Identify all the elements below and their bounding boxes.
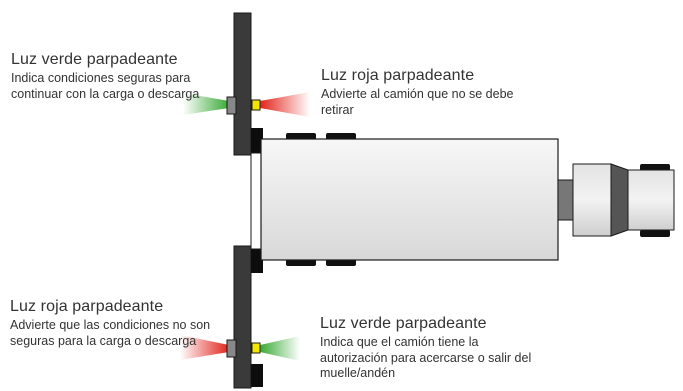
bumper-lower — [251, 248, 263, 273]
wheel-top-2 — [326, 133, 356, 140]
trailer-wheels — [286, 133, 356, 266]
cab-wheel-top — [640, 164, 670, 171]
dock-bumpers — [251, 128, 263, 387]
truck-trailer — [260, 138, 559, 261]
callout-red-light-inside: Luz roja parpadeante Advierte que las co… — [10, 297, 215, 349]
callout-description: Indica que el camión tiene la autorizaci… — [320, 335, 532, 380]
callout-title: Luz verde parpadeante — [11, 51, 178, 68]
wheel-top-1 — [286, 133, 316, 140]
bumper-upper — [251, 128, 263, 153]
callout-red-light-outside: Luz roja parpadeante Advierte al camión … — [321, 66, 521, 118]
callout-title: Luz verde parpadeante — [320, 315, 487, 332]
dock-wall-upper-segment — [233, 12, 252, 156]
bottom-lamp-lens — [251, 342, 261, 354]
top-light-fixture — [183, 92, 310, 117]
truck-cab — [572, 163, 675, 237]
callout-description: Advierte al camión que no se debe retira… — [321, 87, 514, 117]
callout-green-light-outside: Luz verde parpadeante Indica que el cami… — [320, 314, 540, 382]
top-lamp-housing — [226, 96, 237, 115]
bottom-green-beam — [260, 336, 300, 361]
top-red-beam — [260, 92, 310, 117]
top-lamp-lens — [251, 99, 261, 111]
callout-description: Indica condiciones seguras para continua… — [11, 71, 200, 101]
trailer-hitch — [557, 179, 574, 221]
top-green-beam — [183, 93, 229, 115]
cab-wheel-bottom — [640, 230, 670, 237]
wheel-bottom-2 — [326, 259, 356, 266]
cab-hood — [627, 169, 675, 231]
callout-green-light-inside: Luz verde parpadeante Indica condiciones… — [11, 50, 216, 102]
cab-rear — [572, 163, 612, 237]
wheel-bottom-1 — [286, 259, 316, 266]
callout-title: Luz roja parpadeante — [321, 67, 475, 84]
bumper-bottom — [251, 364, 263, 387]
bottom-lamp-housing — [226, 339, 237, 358]
callout-title: Luz roja parpadeante — [10, 298, 164, 315]
dock-wall — [233, 12, 252, 389]
callout-description: Advierte que las condiciones no son segu… — [10, 318, 211, 348]
dock-door-opening — [250, 152, 262, 250]
bottom-red-beam — [180, 335, 229, 360]
cab-windshield — [610, 163, 629, 237]
bottom-light-fixture — [180, 335, 300, 361]
dock-wall-lower-segment — [233, 245, 252, 389]
